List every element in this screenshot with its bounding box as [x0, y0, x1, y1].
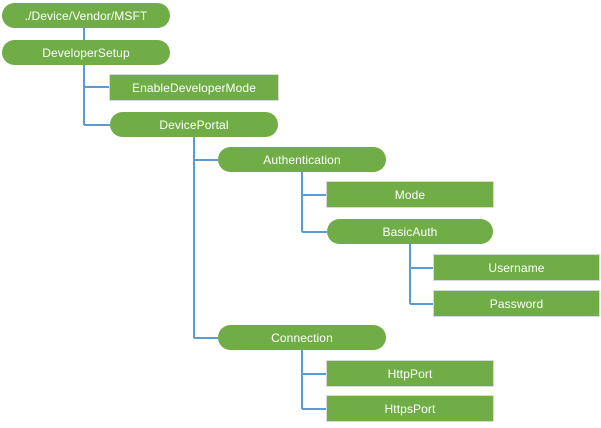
node-label-http-port: HttpPort [387, 366, 433, 381]
node-label-root: ./Device/Vendor/MSFT [24, 8, 148, 23]
node-connection[interactable]: Connection [218, 325, 386, 350]
node-username[interactable]: Username [434, 255, 599, 280]
node-https-port[interactable]: HttpsPort [327, 396, 493, 421]
node-label-developer-setup: DeveloperSetup [42, 45, 130, 60]
node-mode[interactable]: Mode [327, 182, 493, 207]
node-label-device-portal: DevicePortal [159, 117, 229, 132]
node-label-enable-developer-mode: EnableDeveloperMode [132, 80, 256, 95]
node-enable-developer-mode[interactable]: EnableDeveloperMode [110, 75, 278, 100]
node-root[interactable]: ./Device/Vendor/MSFT [2, 3, 170, 28]
node-authentication[interactable]: Authentication [218, 147, 386, 172]
node-label-https-port: HttpsPort [384, 401, 436, 416]
node-label-basic-auth: BasicAuth [382, 224, 438, 239]
node-password[interactable]: Password [434, 291, 599, 316]
node-device-portal[interactable]: DevicePortal [110, 112, 278, 137]
node-http-port[interactable]: HttpPort [327, 361, 493, 386]
node-basic-auth[interactable]: BasicAuth [327, 219, 493, 244]
node-label-mode: Mode [394, 187, 426, 202]
node-developer-setup[interactable]: DeveloperSetup [2, 40, 170, 65]
node-label-authentication: Authentication [263, 152, 341, 167]
node-label-connection: Connection [271, 330, 333, 345]
node-label-username: Username [488, 260, 545, 275]
node-label-password: Password [489, 296, 544, 311]
